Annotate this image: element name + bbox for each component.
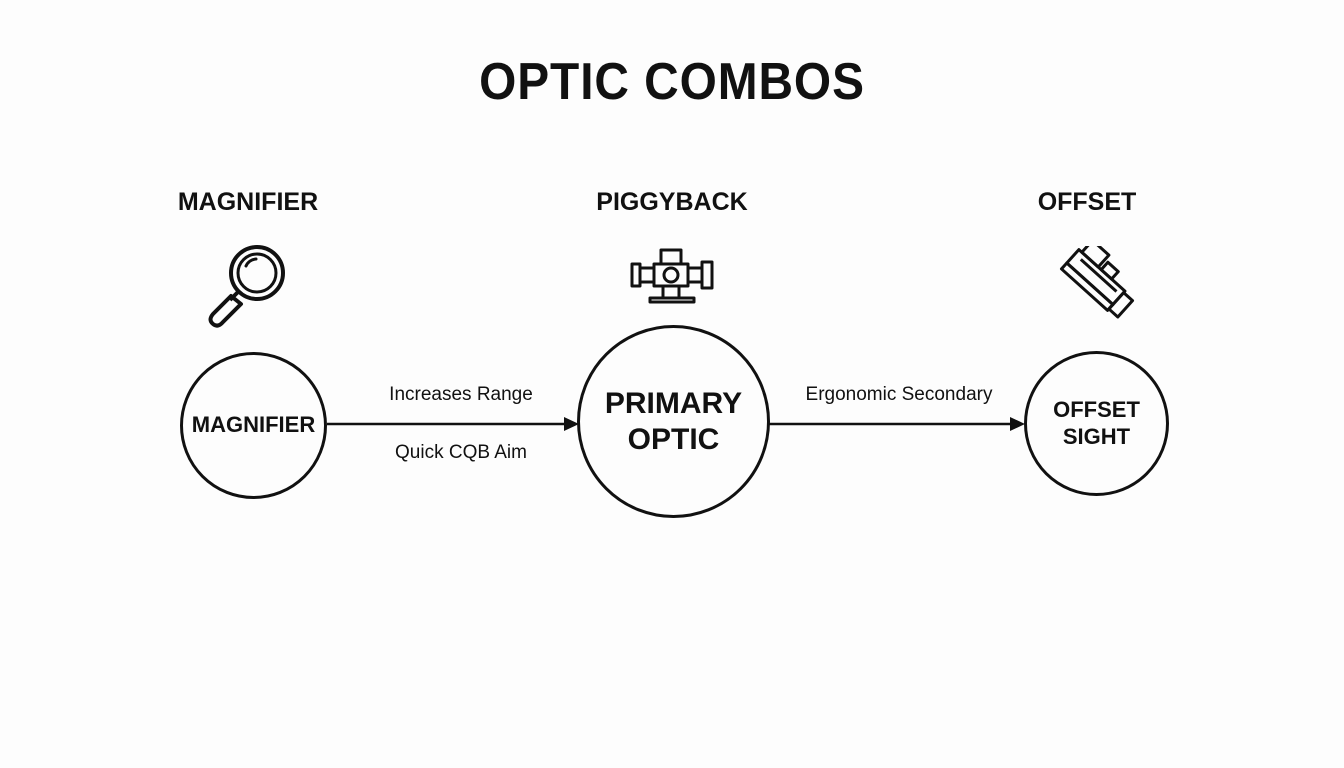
node-offset-sight: OFFSET SIGHT bbox=[1024, 351, 1169, 496]
node-primary-optic: PRIMARY OPTIC bbox=[577, 325, 770, 518]
node-magnifier: MAGNIFIER bbox=[180, 352, 327, 499]
diagram-title: OPTIC COMBOS bbox=[479, 53, 865, 111]
edge-label-increases-range: Increases Range bbox=[389, 384, 533, 405]
column-label-piggyback: PIGGYBACK bbox=[596, 188, 748, 216]
node-primary-optic-line2: OPTIC bbox=[627, 422, 720, 456]
column-label-magnifier: MAGNIFIER bbox=[177, 188, 319, 216]
angled-offset-sight-icon bbox=[1059, 246, 1135, 319]
edge-magnifier-to-primary bbox=[327, 417, 579, 431]
magnifying-glass-icon bbox=[208, 245, 285, 328]
edge-label-quick-cqb-aim: Quick CQB Aim bbox=[395, 442, 527, 463]
edge-label-ergonomic-secondary: Ergonomic Secondary bbox=[805, 384, 993, 405]
node-primary-optic-line1: PRIMARY bbox=[604, 386, 743, 420]
scope-with-red-dot-icon bbox=[630, 248, 714, 304]
node-offset-sight-line1: OFFSET bbox=[1053, 397, 1140, 423]
edge-primary-to-offset bbox=[769, 417, 1025, 431]
column-label-offset: OFFSET bbox=[1037, 188, 1137, 216]
node-offset-sight-line2: SIGHT bbox=[1062, 423, 1131, 449]
node-magnifier-label: MAGNIFIER bbox=[191, 412, 316, 438]
